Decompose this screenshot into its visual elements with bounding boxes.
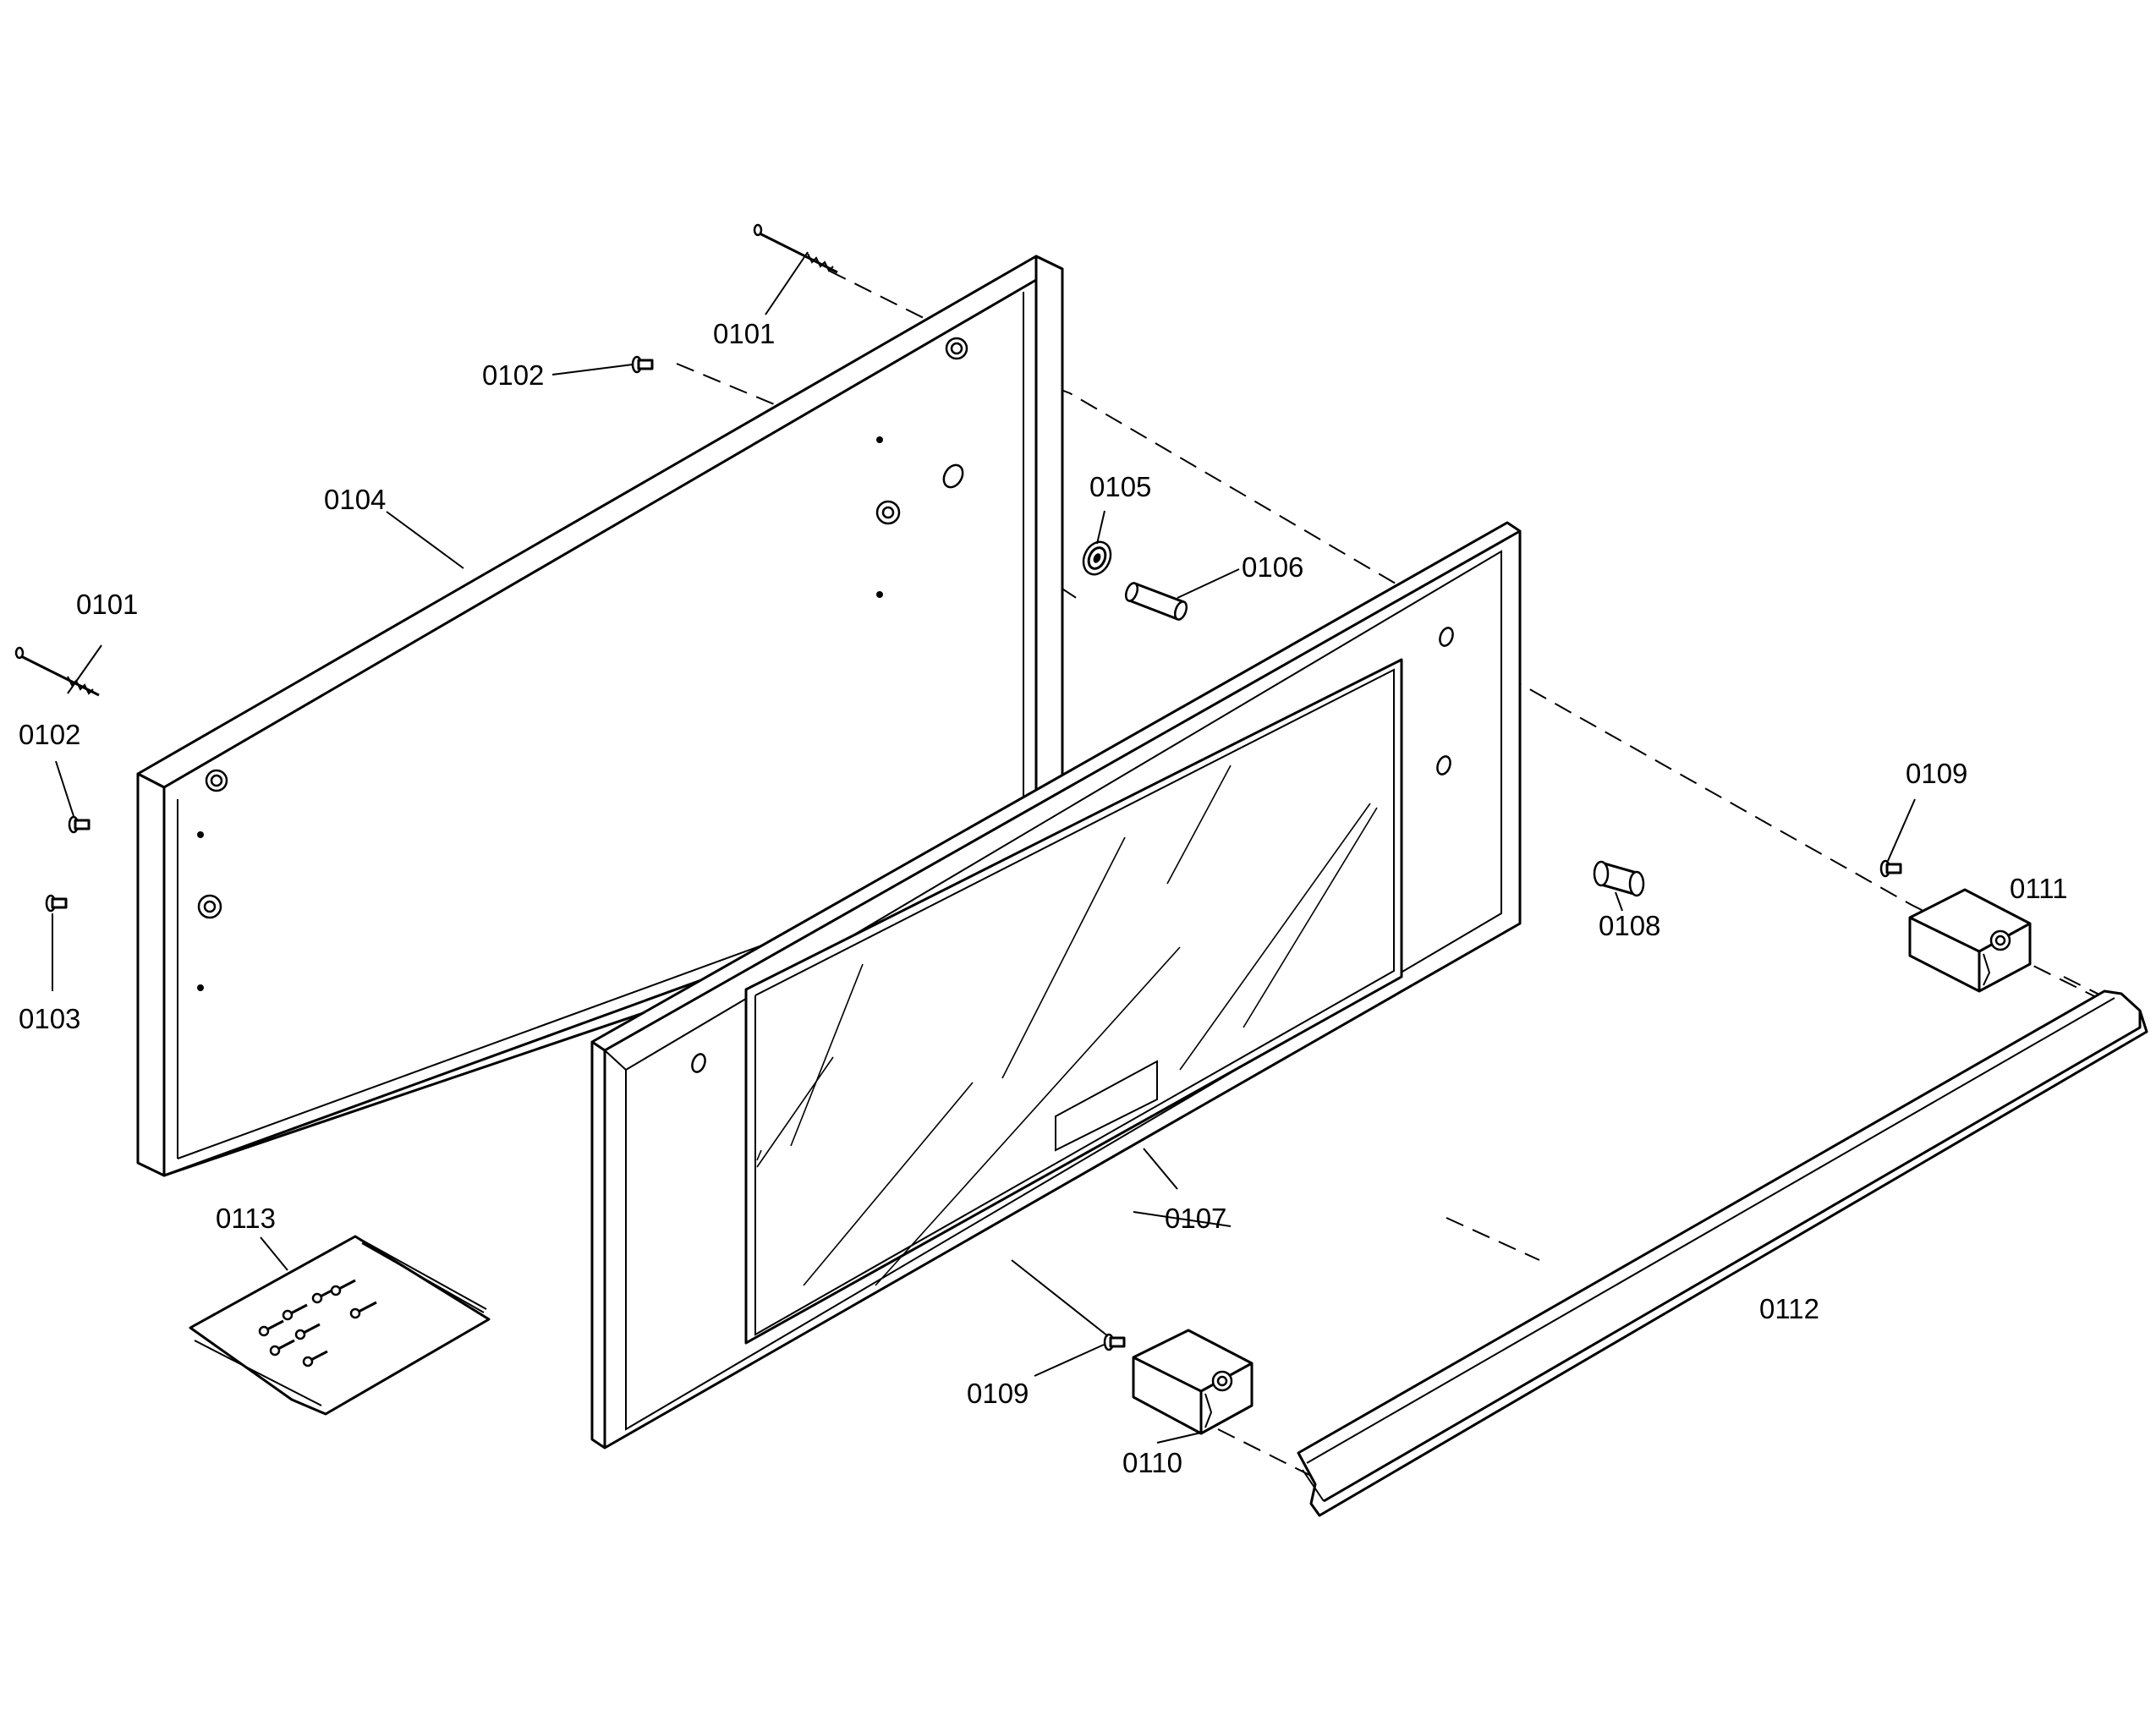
screw-0101-left <box>14 646 100 697</box>
callout-0101-left: 0101 <box>76 589 138 620</box>
grommet <box>1082 540 1112 576</box>
screw-0109-right <box>1879 859 1902 878</box>
handle-bracket-right <box>1908 888 2032 993</box>
pin <box>1124 582 1188 621</box>
handle-bracket-left <box>1132 1329 1254 1435</box>
bag-screws <box>258 1279 377 1367</box>
callout-0102-left: 0102 <box>19 719 80 750</box>
callout-0104: 0104 <box>324 484 386 515</box>
callout-0108: 0108 <box>1599 910 1660 941</box>
screw-0101-top <box>753 223 838 274</box>
callout-0103: 0103 <box>19 1003 80 1034</box>
callout-0110: 0110 <box>1122 1447 1182 1478</box>
callout-0113: 0113 <box>216 1203 276 1234</box>
leader-lines <box>52 251 1916 1444</box>
callout-0101-top: 0101 <box>713 318 775 349</box>
callout-0109-bottom: 0109 <box>967 1378 1029 1409</box>
handle-bar <box>1297 989 2148 1517</box>
callout-labels: 0101 0102 0104 0101 0102 0103 0105 0106 … <box>19 318 2068 1478</box>
callout-0111: 0111 <box>2010 873 2068 904</box>
callout-0106: 0106 <box>1242 551 1303 583</box>
callout-0102-top: 0102 <box>482 359 544 391</box>
screw-0102-left <box>68 815 91 834</box>
back-panel <box>136 255 1064 1177</box>
screw-0103 <box>45 894 68 913</box>
front-door-panel <box>590 521 1522 1450</box>
hardware-bag <box>189 1235 491 1416</box>
callout-0109-right: 0109 <box>1906 758 1967 789</box>
screw-0109-bottom <box>1103 1333 1126 1351</box>
callout-0105: 0105 <box>1089 471 1151 502</box>
callout-0112: 0112 <box>1759 1293 1819 1324</box>
callout-0107: 0107 <box>1165 1203 1226 1234</box>
screw-0102-top <box>631 355 654 374</box>
spacer <box>1593 860 1645 897</box>
